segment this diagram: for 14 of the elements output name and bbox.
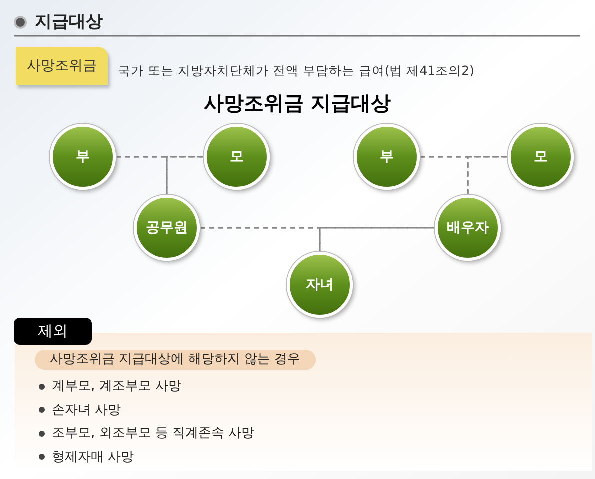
list-item: 계부모, 계조부모 사망: [52, 378, 182, 396]
section-heading: 지급대상: [35, 11, 103, 34]
list-item: 조부모, 외조부모 등 직계존속 사망: [52, 425, 255, 443]
description-text: 국가 또는 지방자치단체가 전액 부담하는 급여(법 제41조의2): [118, 62, 474, 80]
tab-label: 제외: [14, 318, 92, 345]
list-item: 손자녀 사망: [52, 402, 122, 420]
list-item: 형제자매 사망: [52, 448, 134, 466]
dashed-connector: [467, 156, 508, 195]
diagram-subtitle: 사망조위금 지급대상: [203, 90, 392, 117]
dashed-connector: [116, 156, 168, 195]
dashed-connector: [319, 227, 435, 252]
sticky-note: 사망조위금: [16, 47, 108, 85]
dashed-connector: [166, 156, 204, 195]
panel-heading: 사망조위금 지급대상에 해당하지 않는 경우: [35, 350, 316, 370]
